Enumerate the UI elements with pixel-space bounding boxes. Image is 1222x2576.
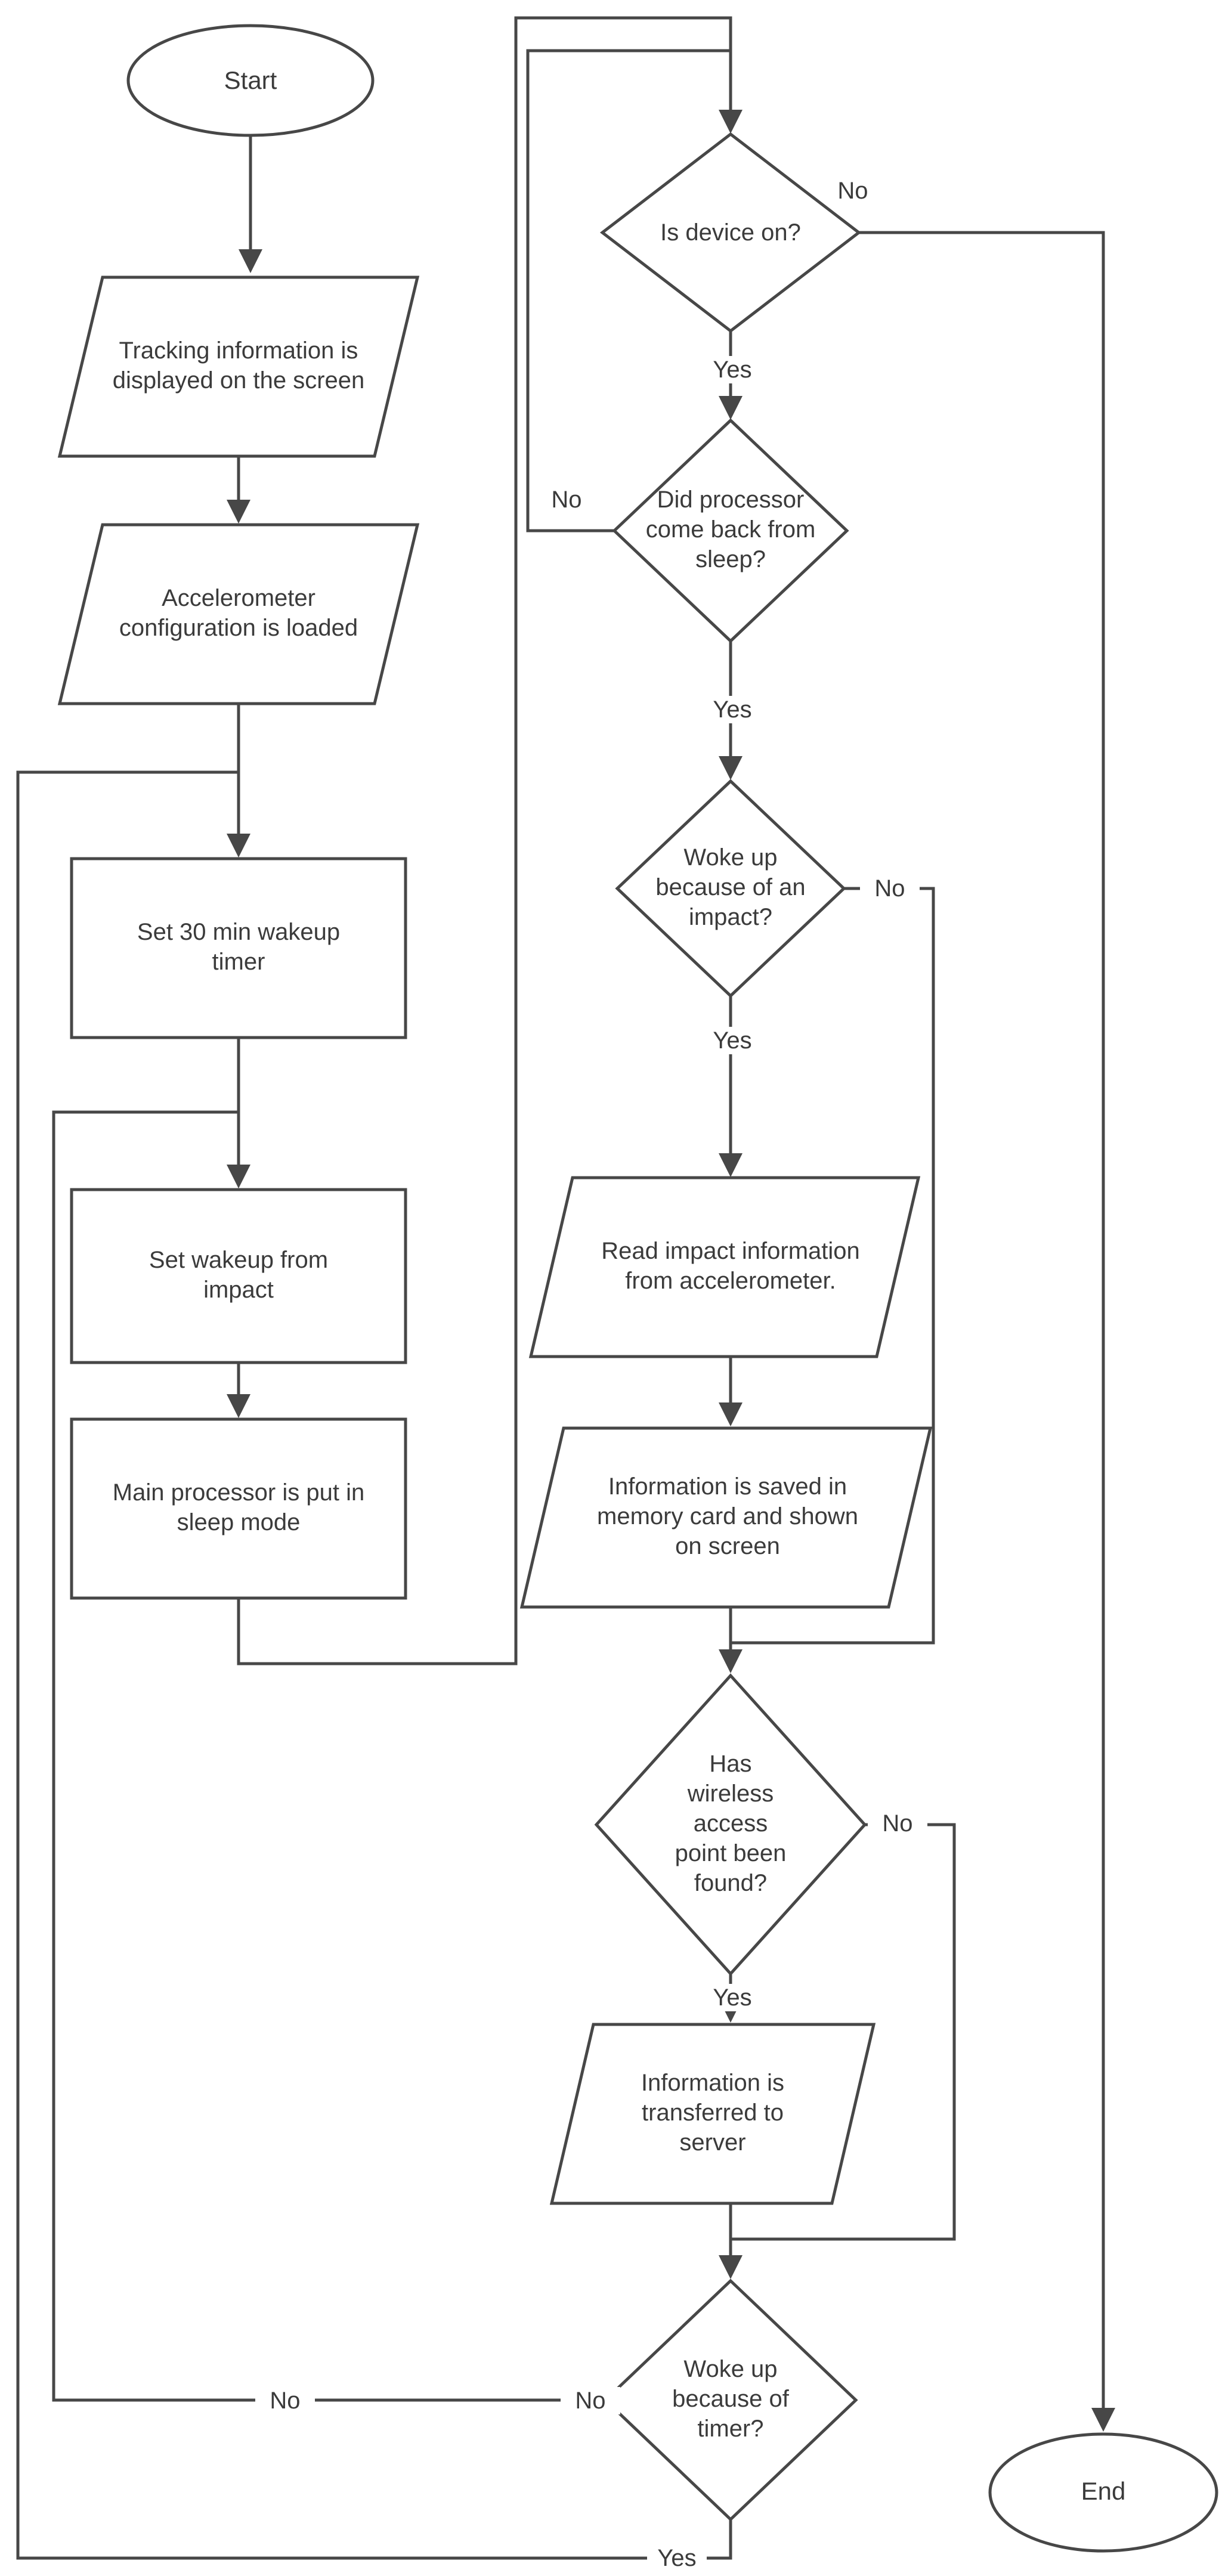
set-timer-process-shape	[70, 857, 407, 1039]
connector-processorback-no-loop	[526, 49, 731, 532]
info-saved-parallelogram-shape	[519, 1426, 933, 1609]
is-device-on-decision-shape	[599, 132, 862, 333]
woke-impact-no-edge-label: No	[860, 875, 920, 902]
woke-timer-no-far-edge-label: No	[255, 2387, 315, 2414]
is-device-on-no-edge-label: No	[837, 178, 868, 204]
read-impact-parallelogram-shape	[528, 1176, 921, 1358]
wireless-found-yes-edge-label: Yes	[703, 1984, 762, 2011]
read-impact-node-label: Read impact information from acceleromet…	[601, 1238, 860, 1294]
processor-back-yes-edge-label: Yes	[703, 696, 762, 723]
processor-back-no-edge-label: No	[551, 487, 582, 513]
wireless-found-decision-shape	[594, 1673, 867, 1976]
connector-woketimer-yes-return	[16, 770, 732, 2560]
woke-impact-node-label: Woke up because of an impact?	[655, 844, 806, 930]
connector-sleep-to-isdeviceon-loop	[237, 16, 743, 1665]
info-transferred-node-label: Information is transferred to server	[641, 2070, 785, 2156]
processor-back-node-label: Did processor come back from sleep?	[645, 487, 816, 572]
start-node-label: Start	[224, 66, 277, 94]
set-wakeup-impact-process-shape	[70, 1188, 407, 1364]
wireless-found-node-label: Has wireless access point been found?	[675, 1751, 787, 1896]
end-terminator-shape	[988, 2432, 1218, 2553]
processor-sleep-node-label: Main processor is put in sleep mode	[112, 1479, 365, 1535]
accel-config-node-label: Accelerometer configuration is loaded	[119, 585, 358, 641]
processor-back-decision-shape	[612, 418, 849, 643]
is-device-on-node-label: Is device on?	[660, 219, 801, 246]
woke-timer-node-label: Woke up because of timer?	[672, 2356, 789, 2442]
accel-config-parallelogram-shape	[57, 523, 420, 705]
info-transferred-parallelogram-shape	[549, 2023, 876, 2205]
set-wakeup-impact-node-label: Set wakeup from impact	[149, 1247, 329, 1303]
info-saved-node-label: Information is saved in memory card and …	[597, 1473, 858, 1559]
connector-woketimer-no-return	[52, 1110, 605, 2402]
is-device-on-yes-edge-label: Yes	[703, 356, 762, 383]
start-terminator-shape	[126, 24, 375, 137]
woke-impact-yes-edge-label: Yes	[703, 1027, 762, 1054]
woke-timer-yes-edge-label: Yes	[647, 2544, 707, 2572]
woke-timer-no-near-edge-label: No	[561, 2387, 620, 2414]
set-timer-node-label: Set 30 min wakeup timer	[137, 919, 341, 975]
woke-impact-decision-shape	[615, 779, 846, 998]
wireless-found-no-edge-label: No	[868, 1810, 927, 1837]
tracking-displayed-node-label: Tracking information is displayed on the…	[112, 338, 365, 394]
connector-isdeviceon-no-to-end	[859, 231, 1115, 2432]
processor-sleep-process-shape	[70, 1417, 407, 1600]
tracking-displayed-parallelogram-shape	[57, 275, 420, 458]
woke-timer-decision-shape	[603, 2278, 858, 2522]
end-node-label: End	[1081, 2477, 1126, 2505]
